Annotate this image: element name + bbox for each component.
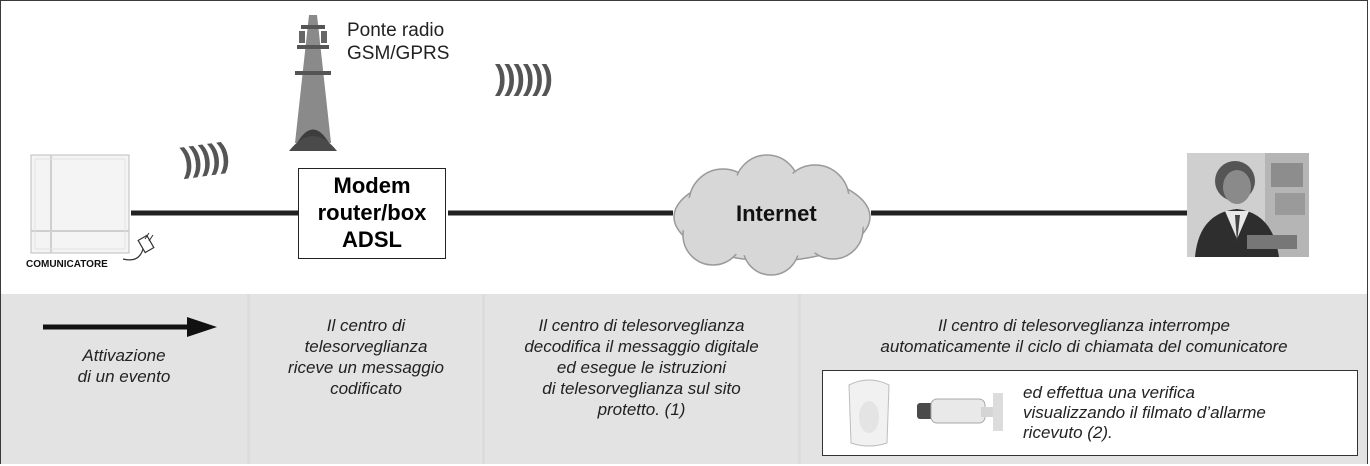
operator-photo-icon [1187, 153, 1309, 257]
radio-bridge-label: Ponte radio GSM/GPRS [347, 20, 450, 64]
step-text-2: Il centro di telesorveglianza riceve un … [288, 316, 444, 398]
antenna-tower-icon [283, 11, 343, 151]
step-text-3: Il centro di telesorveglianza decodifica… [524, 316, 759, 419]
arrow-right-icon [43, 317, 217, 337]
step-column-1 [1, 294, 247, 464]
steps-panel: Attivazione di un evento Il centro di te… [1, 294, 1367, 464]
pir-sensor-icon [848, 379, 890, 447]
modem-router-box: Modem router/box ADSL [298, 168, 446, 259]
communicator-label: COMUNICATORE [26, 259, 108, 270]
verification-text: ed effettua una verifica visualizzando i… [1023, 383, 1266, 442]
step-column-2 [250, 294, 482, 464]
step-text-4: Il centro di telesorveglianza interrompe… [880, 316, 1288, 356]
communicator-device-icon [29, 153, 135, 257]
diagram-top: COMUNICATORE ))))) Ponte radio GSM/GPRS … [1, 1, 1367, 294]
radio-waves-icon: ))))) [178, 135, 230, 181]
bullet-camera-icon [917, 393, 1003, 431]
internet-label: Internet [736, 201, 817, 226]
plug-icon [122, 232, 155, 261]
verification-box: ed effettua una verifica visualizzando i… [822, 370, 1358, 456]
step-column-3 [485, 294, 798, 464]
radio-waves-top-icon: )))))) [495, 59, 553, 97]
step-text-1: Attivazione di un evento [77, 346, 171, 386]
connection-lines [131, 210, 1191, 216]
cloud-icon [663, 151, 881, 279]
